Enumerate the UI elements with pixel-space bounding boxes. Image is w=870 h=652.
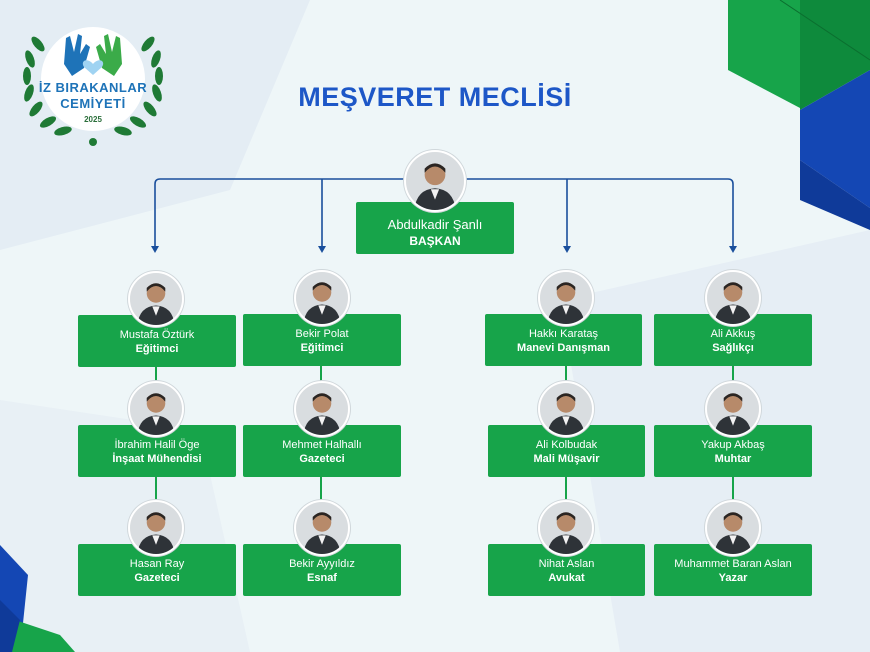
person-icon [707,272,759,324]
avatar [128,271,184,327]
avatar [705,381,761,437]
member-name: Bekir Polat [243,327,401,341]
member-role: Muhtar [654,452,812,466]
member-name: Hakkı Karataş [485,327,642,341]
member-role: Eğitimci [243,341,401,355]
member-name: Muhammet Baran Aslan [654,557,812,571]
member-role: İnşaat Mühendisi [78,452,236,466]
member-role: Eğitimci [78,342,236,356]
member-role: Manevi Danışman [485,341,642,355]
avatar [538,500,594,556]
avatar [705,270,761,326]
person-icon [540,383,592,435]
person-icon [130,273,182,325]
person-icon [296,272,348,324]
member-role: Yazar [654,571,812,585]
member-name: İbrahim Halil Öge [78,438,236,452]
person-icon [540,272,592,324]
person-icon [707,502,759,554]
person-icon [540,502,592,554]
person-icon [707,383,759,435]
member-role: Avukat [488,571,645,585]
member-name: Ali Kolbudak [488,438,645,452]
avatar [404,150,466,212]
person-icon [130,383,182,435]
member-role: Esnaf [243,571,401,585]
member-name: Bekir Ayyıldız [243,557,401,571]
avatar [128,500,184,556]
person-icon [406,152,464,210]
member-name: Yakup Akbaş [654,438,812,452]
avatar [294,270,350,326]
member-name: Ali Akkuş [654,327,812,341]
member-role: Gazeteci [78,571,236,585]
member-name: Abdulkadir Şanlı [356,217,514,233]
avatar [294,500,350,556]
avatar [294,381,350,437]
member-name: Hasan Ray [78,557,236,571]
member-role: Mali Müşavir [488,452,645,466]
member-role: BAŞKAN [356,233,514,249]
avatar [128,381,184,437]
avatar [705,500,761,556]
avatar [538,381,594,437]
member-role: Gazeteci [243,452,401,466]
member-role: Sağlıkçı [654,341,812,355]
person-icon [296,383,348,435]
person-icon [130,502,182,554]
member-name: Nihat Aslan [488,557,645,571]
member-name: Mehmet Halhallı [243,438,401,452]
person-icon [296,502,348,554]
avatar [538,270,594,326]
member-name: Mustafa Öztürk [78,328,236,342]
